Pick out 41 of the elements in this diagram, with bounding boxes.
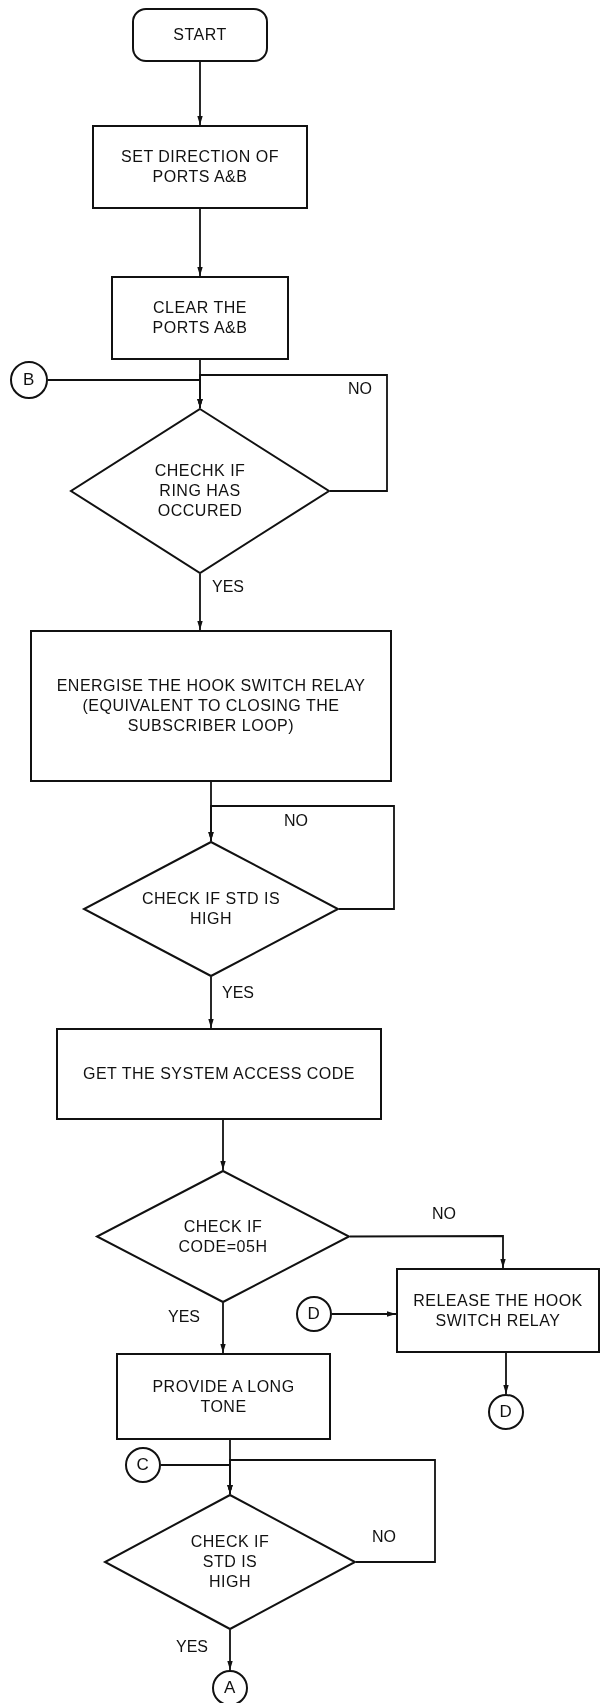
arrow <box>197 61 203 126</box>
arrow <box>208 976 214 1029</box>
step-text: RELEASE THE HOOK SWITCH RELAY <box>412 1290 584 1331</box>
arrow <box>503 1352 509 1395</box>
process-box <box>56 1028 382 1120</box>
arrow <box>208 805 395 910</box>
process-box <box>111 276 289 360</box>
process-box <box>30 630 392 782</box>
step-text: ENERGISE THE HOOK SWITCH RELAY (EQUIVALENT TO CLOSING THE SUBSCRIBER LOOP) <box>55 676 367 736</box>
arrow <box>349 1235 506 1269</box>
arrow <box>227 1629 233 1671</box>
arrow <box>227 1459 436 1563</box>
arrow <box>197 573 203 631</box>
connector-circle <box>212 1670 248 1703</box>
connector-letter: D <box>306 1303 322 1325</box>
step-text: START <box>172 25 228 45</box>
decision-text: CHECHK IF RING HAS OCCURED <box>153 461 247 521</box>
step-text: PROVIDE A LONG TONE <box>151 1376 296 1417</box>
connector-circle <box>488 1394 524 1430</box>
connector-circle <box>296 1296 332 1332</box>
arrow <box>220 1119 226 1171</box>
connector-letter: C <box>135 1454 151 1476</box>
arrow <box>331 1311 397 1317</box>
connector-letter: A <box>223 1677 237 1699</box>
arrow <box>220 1302 226 1354</box>
process-box <box>92 125 308 209</box>
connector-circle <box>10 361 48 399</box>
process-box <box>396 1268 600 1353</box>
decision-text: CHECK IF CODE=05H <box>177 1216 269 1257</box>
connector-letter: B <box>22 369 36 391</box>
arrow <box>197 374 388 492</box>
step-text: SET DIRECTION OF PORTS A&B <box>120 147 280 187</box>
terminal-box <box>132 8 268 62</box>
step-text: GET THE SYSTEM ACCESS CODE <box>82 1064 356 1084</box>
process-box <box>116 1353 331 1440</box>
decision-text: CHECK IF STD IS HIGH <box>190 1532 270 1592</box>
arrow <box>197 208 203 277</box>
decision-text: CHECK IF STD IS HIGH <box>140 889 282 929</box>
connector-circle <box>125 1447 161 1483</box>
connector-letter: D <box>498 1401 514 1423</box>
step-text: CLEAR THE PORTS A&B <box>151 298 249 338</box>
